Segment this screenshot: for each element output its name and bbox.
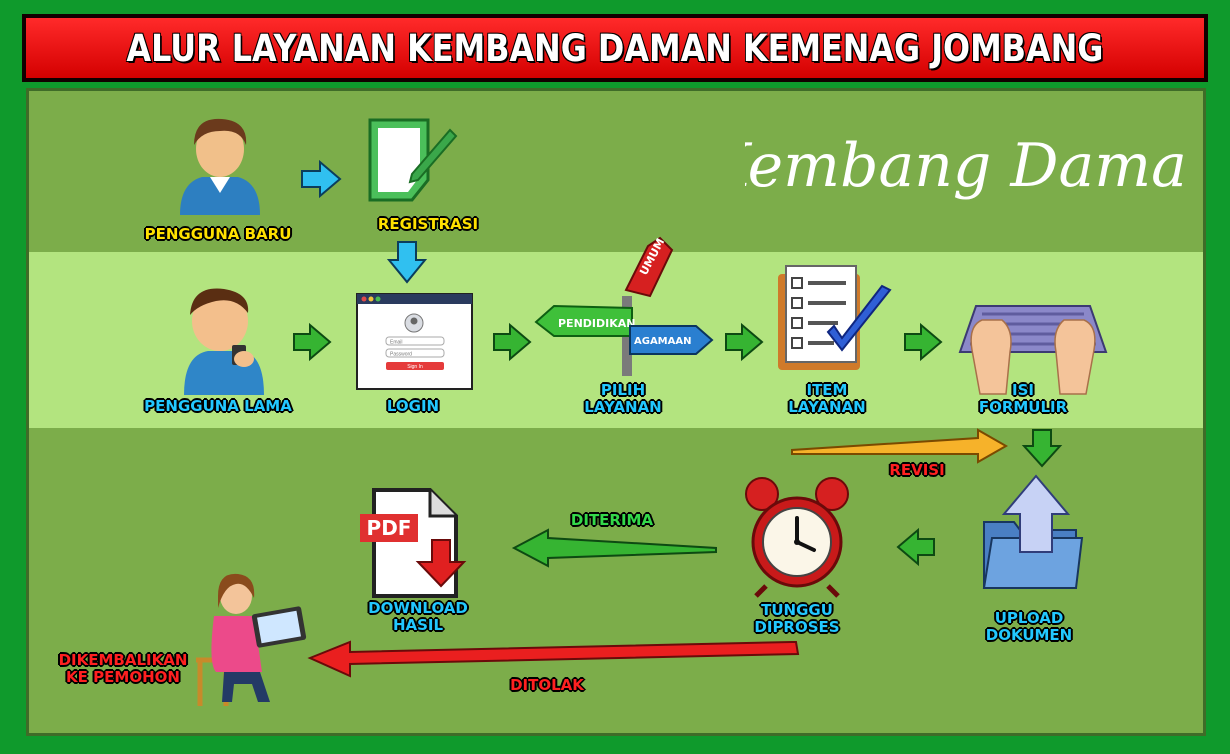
pdf-text: PDF bbox=[367, 516, 412, 540]
logo-text: Kembang Daman bbox=[745, 131, 1185, 201]
label-pengguna-baru: PENGGUNA BARU bbox=[144, 225, 292, 243]
email-field: Email bbox=[390, 340, 403, 346]
sign-in-button: Sign In bbox=[407, 364, 423, 370]
arrow-left-icon bbox=[896, 527, 935, 567]
password-field: Password bbox=[390, 352, 412, 358]
signpost-icon: UMUM PENDIDIKAN AGAMAAN bbox=[534, 236, 714, 376]
title-banner: ALUR LAYANAN KEMBANG DAMAN KEMENAG JOMBA… bbox=[22, 14, 1208, 82]
label-line: LAYANAN bbox=[584, 398, 662, 416]
arrow-down-icon bbox=[386, 241, 428, 284]
label-line: DIPROSES bbox=[754, 618, 840, 636]
arrow-right-icon bbox=[493, 322, 532, 362]
arrow-down-icon bbox=[1021, 429, 1063, 468]
label-line: ISI bbox=[1012, 381, 1034, 399]
registration-form-icon bbox=[368, 118, 458, 202]
checklist-icon bbox=[778, 265, 892, 370]
label-pengguna-lama: PENGGUNA LAMA bbox=[144, 397, 292, 415]
label-line: PILIH bbox=[600, 381, 646, 399]
label-line: LAYANAN bbox=[788, 398, 866, 416]
arrow-right-icon bbox=[293, 322, 332, 362]
label-line: DOWNLOAD bbox=[368, 599, 468, 617]
page-title: ALUR LAYANAN KEMBANG DAMAN KEMENAG JOMBA… bbox=[126, 26, 1104, 70]
label-diterima: DITERIMA bbox=[570, 511, 654, 529]
label-line: HASIL bbox=[392, 616, 444, 634]
sign-agamaan: AGAMAAN bbox=[634, 336, 692, 347]
label-registrasi: REGISTRASI bbox=[377, 215, 479, 233]
sign-pendidikan: PENDIDIKAN bbox=[558, 317, 635, 330]
arrow-right-icon bbox=[725, 322, 764, 362]
label-ditolak: DITOLAK bbox=[510, 676, 584, 694]
label-line: DIKEMBALIKAN bbox=[58, 651, 188, 669]
arrow-right-icon bbox=[904, 322, 943, 362]
label-revisi: REVISI bbox=[889, 461, 945, 479]
keyboard-hands-icon bbox=[958, 305, 1108, 395]
returning-user-phone-icon bbox=[184, 288, 264, 395]
login-window-icon: Email Password Sign In bbox=[356, 293, 473, 390]
label-line: TUNGGU bbox=[761, 601, 833, 619]
label-line: ITEM bbox=[806, 381, 848, 399]
pdf-file-icon: PDF bbox=[360, 488, 467, 598]
label-login: LOGIN bbox=[386, 397, 440, 415]
new-user-avatar-icon bbox=[180, 118, 260, 215]
label-line: KE PEMOHON bbox=[66, 668, 180, 686]
label-line: FORMULIR bbox=[978, 398, 1068, 416]
label-line: DOKUMEN bbox=[985, 626, 1073, 644]
diterima-arrow bbox=[511, 528, 717, 568]
upload-folder-icon bbox=[982, 474, 1084, 589]
woman-tablet-icon bbox=[196, 573, 307, 706]
label-line: UPLOAD bbox=[994, 609, 1064, 627]
ditolak-arrow bbox=[307, 640, 800, 678]
alarm-clock-icon bbox=[745, 477, 849, 598]
revisi-arrow bbox=[791, 428, 1009, 464]
kembang-daman-logo: Kembang Daman bbox=[745, 131, 1185, 201]
arrow-right-icon bbox=[301, 159, 342, 199]
